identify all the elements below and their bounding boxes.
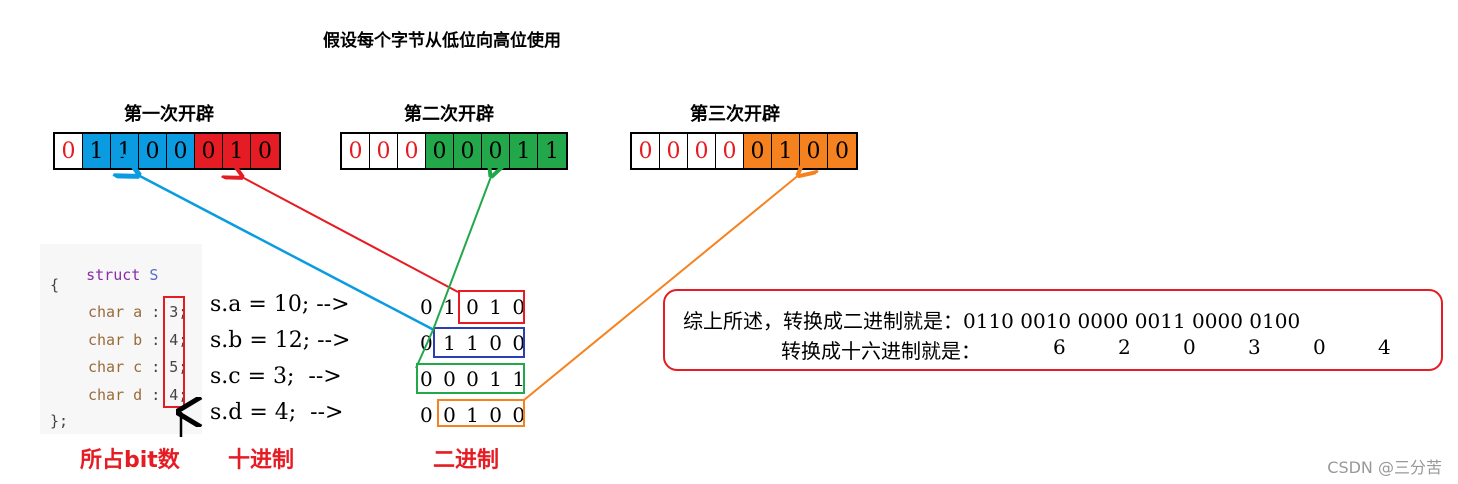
hex-digit-2: 0 — [1183, 335, 1196, 359]
field-d-bits: 4 — [169, 386, 179, 404]
highlight-b-bits — [433, 327, 525, 358]
watermark: CSDN @三分苦 — [1327, 458, 1442, 477]
bit-count-highlight — [163, 296, 185, 408]
hex-digit-1: 2 — [1118, 335, 1131, 359]
open-brace: { — [50, 276, 60, 294]
hex-digit-4: 0 — [1313, 335, 1326, 359]
assign-b: s.b = 12; --> — [210, 328, 351, 353]
hex-digit-0: 6 — [1053, 335, 1066, 359]
byte3-bit-3: 0 — [716, 134, 744, 168]
struct-keyword: struct — [86, 266, 141, 284]
byte3-bit-0: 0 — [632, 134, 660, 168]
label-decimal: 十进制 — [228, 448, 295, 473]
field-a-decl: char a — [88, 303, 143, 321]
byte1-bit-0: 0 — [55, 134, 83, 168]
assign-d: s.d = 4; --> — [210, 400, 344, 425]
field-d-decl: char d — [88, 386, 143, 404]
label-bit-count: 所占bit数 — [80, 448, 180, 473]
field-b-bits: 4 — [169, 331, 179, 349]
byte1-bit-5: 0 — [195, 134, 223, 168]
hex-digit-3: 3 — [1248, 335, 1261, 359]
arrow-green — [415, 174, 492, 369]
byte3-bit-4: 0 — [744, 134, 772, 168]
hex-digit-5: 4 — [1378, 335, 1391, 359]
arrow-red — [240, 176, 459, 293]
field-a-bits: 3 — [169, 303, 179, 321]
byte2-bit-7: 1 — [538, 134, 566, 168]
byte2-bit-0: 0 — [342, 134, 370, 168]
byte2-bit-6: 1 — [510, 134, 538, 168]
byte2-bit-1: 0 — [370, 134, 398, 168]
label-binary: 二进制 — [433, 448, 500, 473]
page-title: 假设每个字节从低位向高位使用 — [323, 31, 561, 51]
highlight-d-bits — [437, 399, 525, 427]
struct-code-block: struct S { char a : 3; char b : 4; char … — [40, 244, 202, 434]
binary-b: 0 1 1 0 0 — [420, 331, 528, 355]
byte1-bit-1: 1 — [83, 134, 111, 168]
binary-c: 0 0 0 1 1 — [420, 367, 528, 391]
field-c-decl: char c — [88, 358, 143, 376]
byte1-bit-4: 0 — [167, 134, 195, 168]
arrow-orange — [523, 174, 800, 401]
byte2-bit-2: 0 — [398, 134, 426, 168]
arrow-blue — [136, 174, 435, 332]
byte3-bit-1: 0 — [660, 134, 688, 168]
close-brace: }; — [50, 412, 69, 430]
byte1-bit-7: 0 — [251, 134, 279, 168]
assign-a: s.a = 10; --> — [210, 292, 350, 317]
assign-c: s.c = 3; --> — [210, 364, 342, 389]
binary-a: 0 1 0 1 0 — [420, 295, 528, 319]
byte-heading-3: 第三次开辟 — [690, 104, 780, 125]
byte3-bit-2: 0 — [688, 134, 716, 168]
byte3-bit-7: 0 — [828, 134, 856, 168]
byte2-bit-3: 0 — [426, 134, 454, 168]
byte-heading-2: 第二次开辟 — [404, 104, 494, 125]
highlight-c-bits — [416, 363, 525, 394]
summary-binary-line: 综上所述，转换成二进制就是：0110 0010 0000 0011 0000 0… — [683, 309, 1301, 333]
summary-hex-label: 转换成十六进制就是： — [781, 339, 981, 363]
field-b-decl: char b — [88, 331, 143, 349]
binary-d: 0 0 1 0 0 — [420, 403, 528, 427]
field-c-bits: 5 — [169, 358, 179, 376]
struct-name: S — [149, 266, 159, 284]
summary-box: 综上所述，转换成二进制就是：0110 0010 0000 0011 0000 0… — [663, 289, 1443, 371]
byte-heading-1: 第一次开辟 — [124, 104, 214, 125]
highlight-a-bits — [458, 290, 525, 324]
byte2-bit-4: 0 — [454, 134, 482, 168]
